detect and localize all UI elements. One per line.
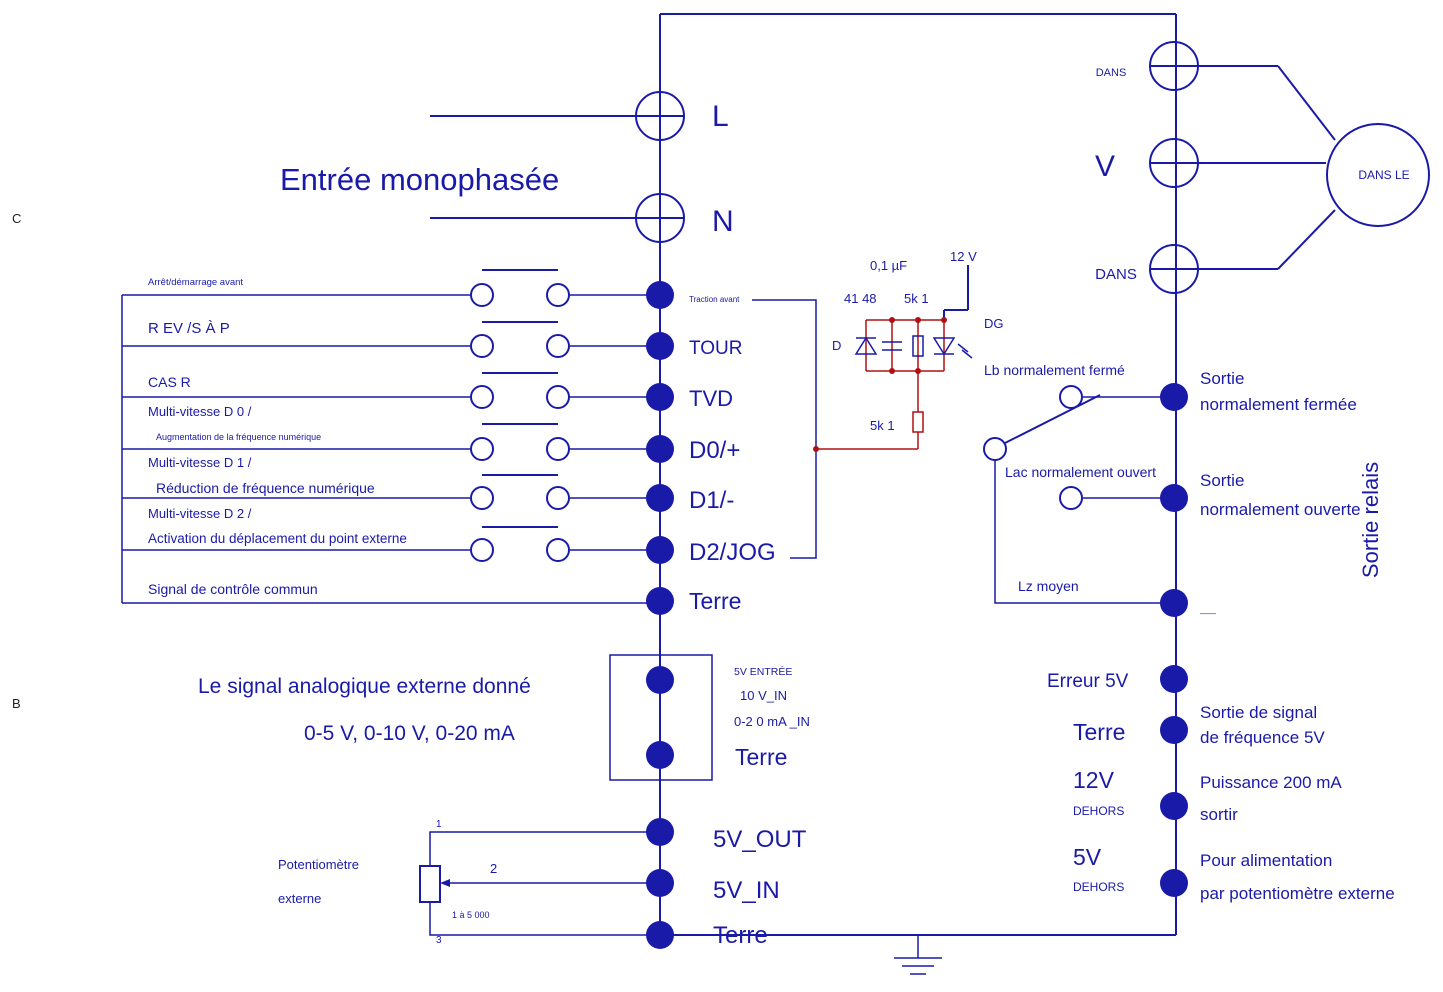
switch-label-4: Augmentation de la fréquence numérique (156, 432, 321, 442)
ground-icon (894, 935, 942, 975)
opto-r2: 5k 1 (870, 418, 895, 433)
right-dehors-1: DEHORS (1073, 804, 1124, 818)
left-bus-terminals: Traction avant TOUR TVD D0/+ D1/- D2/JOG… (646, 281, 776, 949)
switch-label-8: Activation du déplacement du point exter… (148, 531, 407, 546)
right-pow-1: Puissance 200 mA (1200, 773, 1342, 792)
pot-pin-2: 2 (490, 861, 497, 876)
pot-label-1: Potentiomètre (278, 857, 359, 872)
right-5v: 5V (1073, 844, 1102, 870)
terminal-tvd: TVD (689, 386, 733, 411)
motor-terminal-top: DANS (1096, 67, 1127, 79)
pot-pin-3: 3 (436, 935, 442, 946)
relay-dash: —— (1200, 609, 1216, 618)
opto-12v: 12 V (950, 249, 977, 264)
right-sig-1: Sortie de signal (1200, 703, 1317, 722)
terminal-d2: D2/JOG (689, 539, 776, 566)
right-pot-2: par potentiomètre externe (1200, 884, 1395, 903)
terminal-5v-in: 5V_IN (713, 877, 780, 904)
analog-in-2: 0-2 0 mA _IN (734, 714, 810, 729)
relay-no-contact: Lac normalement ouvert (1005, 464, 1156, 480)
motor-terminal-bot: DANS (1095, 266, 1137, 283)
margin-letter-b: B (12, 696, 21, 711)
relay-nf-contact: Lb normalement fermé (984, 362, 1125, 378)
pot-range: 1 à 5 000 (452, 910, 490, 920)
right-outputs: Erreur 5V Terre Sortie de signal de fréq… (1047, 665, 1395, 903)
analog-in-1: 10 V_IN (740, 688, 787, 703)
terminal-d1: D1/- (689, 487, 734, 514)
opto-dg: DG (984, 316, 1004, 331)
relay: Lb normalement fermé Lac normalement ouv… (983, 362, 1383, 618)
terminal-5v-out: 5V_OUT (713, 826, 807, 853)
relay-side-label: Sortie relais (1358, 462, 1383, 578)
relay-out-nf-2: normalement fermée (1200, 395, 1357, 414)
terminal-d0: D0/+ (689, 437, 740, 464)
terminal-terre-2: Terre (735, 744, 787, 770)
switch-label-0: Arrêt/démarrage avant (148, 277, 243, 288)
switch-label-7: Multi-vitesse D 2 / (148, 506, 252, 521)
right-pot-1: Pour alimentation (1200, 851, 1332, 870)
terminal-terre-3: Terre (713, 922, 768, 949)
motor-label: DANS LE (1358, 168, 1409, 182)
optocoupler: 0,1 µF 12 V 41 48 5k 1 DG D 5k 1 (752, 249, 1004, 559)
right-sig-2: de fréquence 5V (1200, 728, 1325, 747)
terminal-tour: TOUR (689, 338, 742, 359)
terminal-fwd: Traction avant (689, 295, 740, 304)
terminal-terre-1: Terre (689, 588, 741, 614)
analog-line-1: Le signal analogique externe donné (198, 675, 531, 698)
switch-label-6: Réduction de fréquence numérique (156, 480, 375, 496)
switch-label-5: Multi-vitesse D 1 / (148, 455, 252, 470)
analog-input: Le signal analogique externe donné 0-5 V… (198, 654, 810, 781)
switch-label-2: CAS R (148, 374, 191, 390)
margin-letter-c: C (12, 211, 21, 226)
relay-out-no-1: Sortie (1200, 471, 1244, 490)
terminal-n-label: N (712, 205, 734, 238)
motor-section: DANS LE DANS V DANS (1095, 41, 1430, 294)
potentiometer: Potentiomètre externe 1 2 3 1 à 5 000 5V… (278, 819, 807, 949)
opto-cap: 0,1 µF (870, 258, 907, 273)
right-err: Erreur 5V (1047, 671, 1129, 692)
relay-out-nf-1: Sortie (1200, 369, 1244, 388)
switch-label-1: R EV /S À P (148, 320, 230, 337)
pot-pin-1: 1 (436, 819, 442, 830)
right-12v: 12V (1073, 767, 1115, 793)
switch-label-9: Signal de contrôle commun (148, 581, 318, 597)
relay-out-no-2: normalement ouverte (1200, 500, 1361, 519)
relay-common: Lz moyen (1018, 578, 1079, 594)
opto-r1: 5k 1 (904, 291, 929, 306)
input-label: Entrée monophasée (280, 162, 559, 197)
opto-nums: 41 48 (844, 291, 877, 306)
right-terre: Terre (1073, 719, 1125, 745)
analog-in-0: 5V ENTRÉE (734, 665, 792, 678)
terminal-l-label: L (712, 100, 729, 133)
pot-label-2: externe (278, 891, 321, 906)
switch-inputs: Arrêt/démarrage avant R EV /S À P CAS R … (121, 269, 660, 604)
motor-circle (1326, 123, 1430, 227)
power-input: L N Entrée monophasée (280, 91, 734, 243)
motor-terminal-mid: V (1095, 150, 1115, 183)
analog-line-2: 0-5 V, 0-10 V, 0-20 mA (304, 722, 515, 745)
switch-label-3: Multi-vitesse D 0 / (148, 404, 252, 419)
right-dehors-2: DEHORS (1073, 880, 1124, 894)
opto-d: D (832, 338, 841, 353)
right-pow-2: sortir (1200, 805, 1238, 824)
